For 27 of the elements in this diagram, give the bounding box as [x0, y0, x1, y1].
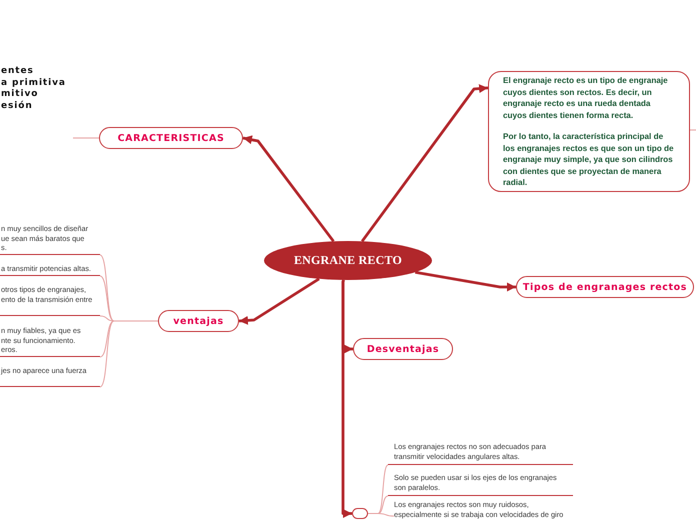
topic-label: Tipos de engranages rectos [522, 282, 688, 292]
topic-box [352, 508, 368, 519]
arrow [360, 84, 488, 242]
connector-line [100, 320, 158, 388]
underlined-item [0, 325, 100, 357]
topic-box [516, 276, 694, 298]
arrow [242, 135, 335, 242]
list-text: entes [1, 66, 34, 78]
topic-box [353, 338, 453, 360]
list-text: a primitiva [1, 78, 66, 89]
arrow [238, 278, 320, 325]
note-paragraph: Por lo tanto, la característica principal de los engranajes rectos es que son un tipo de engranaje muy simple, ya que son cilindros con dientes que se proyectan de manera radial. [503, 131, 674, 188]
topic-label: CARACTERISTICAS [118, 132, 224, 144]
underlined-item [0, 365, 100, 387]
note-paragraph: El engranaje recto es un tipo de engranaje cuyos dientes son rectos. Es decir, un engranaje recto es una rueda dentada cuyos dientes tienen forma recta. [503, 75, 668, 121]
topic-box [158, 310, 239, 332]
topic-box [99, 127, 243, 149]
note-box [488, 71, 690, 192]
list-text: esión [1, 100, 33, 112]
arrow [342, 280, 352, 518]
central-topic-label: ENGRANE RECTO [294, 253, 402, 268]
topic-label: Desventajas [366, 344, 440, 354]
underlined-item [0, 284, 100, 316]
list-text: mitivo [1, 89, 38, 100]
connector-line [368, 513, 394, 517]
arrow [414, 270, 516, 292]
topic-label: ventajas [173, 316, 224, 326]
